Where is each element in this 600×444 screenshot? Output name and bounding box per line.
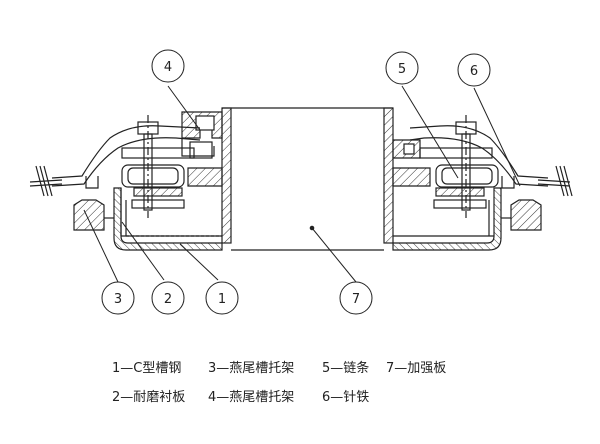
right-c-channel (392, 187, 502, 251)
callout-3: 3 (101, 281, 135, 315)
parts-legend: 1—C型槽钢 3—燕尾槽托架 5—链条 7—加强板 2—耐磨衬板 4—燕尾槽托架… (112, 357, 496, 405)
leader-lines (83, 85, 521, 283)
right-dovetail-bracket (501, 199, 542, 231)
callout-1: 1 (205, 281, 239, 315)
legend-item-3: 3—燕尾槽托架 (208, 361, 295, 376)
right-dovetail-bracket-top (392, 139, 431, 187)
legend-item-1: 1—C型槽钢 (112, 361, 182, 376)
left-dovetail-bracket-4 (181, 111, 223, 187)
callout-5: 5 (385, 51, 419, 85)
callout-7: 7 (339, 281, 373, 315)
svg-text:2: 2 (164, 292, 172, 307)
right-lug-arm (409, 125, 573, 197)
legend-item-6: 6—针铁 (322, 390, 370, 405)
callout-2: 2 (151, 281, 185, 315)
left-c-channel (113, 187, 223, 251)
svg-text:1: 1 (218, 292, 226, 307)
left-dovetail-bracket-3 (73, 199, 114, 231)
svg-text:5: 5 (398, 62, 406, 77)
legend-item-7: 7—加强板 (386, 361, 447, 376)
svg-text:6: 6 (470, 64, 478, 79)
callout-6: 6 (457, 53, 491, 87)
central-tube (221, 107, 394, 251)
callout-4: 4 (151, 49, 185, 83)
legend-item-5: 5—链条 (322, 361, 370, 376)
right-chain-assembly (419, 115, 499, 218)
svg-text:3: 3 (114, 292, 122, 307)
legend-item-4: 4—燕尾槽托架 (208, 390, 295, 405)
legend-item-2: 2—耐磨衬板 (112, 390, 186, 405)
svg-text:4: 4 (164, 60, 172, 75)
left-lug-arm (29, 125, 201, 197)
left-chain-assembly (121, 115, 213, 218)
svg-text:7: 7 (352, 292, 360, 307)
